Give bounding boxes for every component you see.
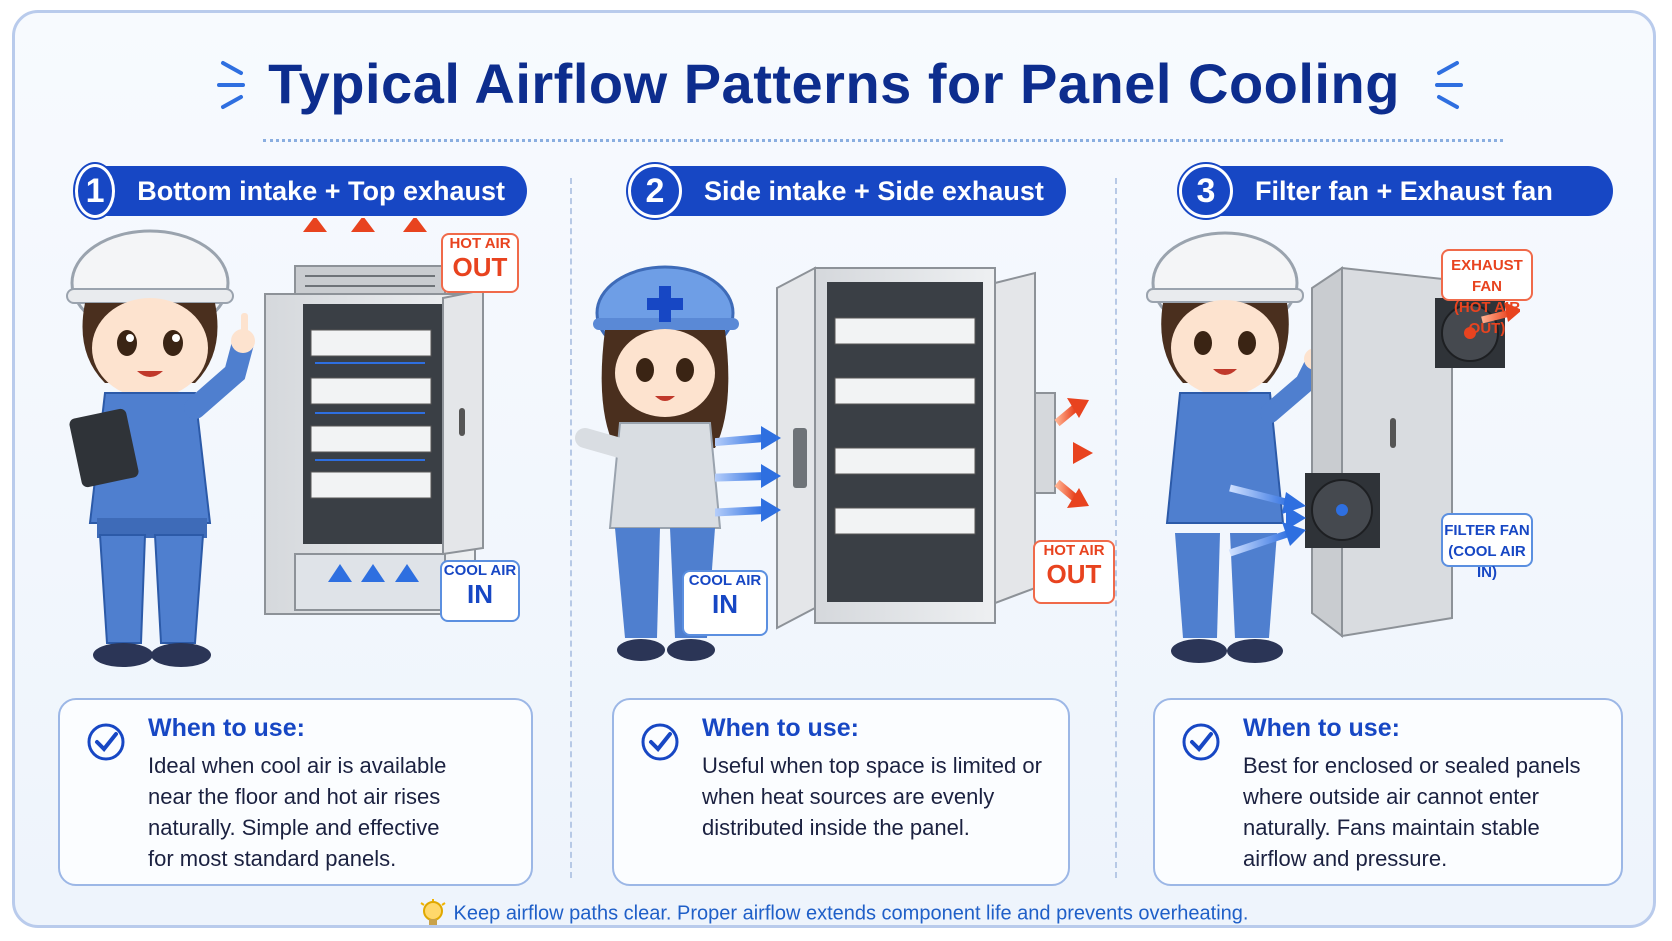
check-circle-icon	[1182, 723, 1220, 761]
section-1-badge: 1 Bottom intake + Top exhaust	[75, 164, 527, 218]
infographic-frame: Typical Airflow Patterns for Panel Cooli…	[12, 10, 1656, 928]
check-circle-icon	[641, 723, 679, 761]
spark-left-icon	[217, 61, 245, 109]
section-divider	[1115, 178, 1117, 878]
section-label: Filter fan + Exhaust fan	[1255, 175, 1553, 206]
section-number: 3	[1179, 164, 1233, 218]
card-body: Useful when top space is limited or when…	[702, 753, 1042, 840]
worker-illustration	[1146, 231, 1326, 663]
tag-small-text: COOL AIR	[688, 572, 762, 589]
tag-small-text: COOL AIR	[443, 562, 517, 579]
hot-air-arrow-icon	[1481, 302, 1520, 340]
card-heading: When to use:	[148, 714, 305, 742]
tag-small-text: HOT AIR	[449, 235, 511, 252]
worker-illustration	[66, 229, 255, 667]
spark-right-icon	[1435, 61, 1463, 109]
hot-air-arrow-icon	[1054, 398, 1093, 508]
tag-big-text: OUT	[1046, 559, 1102, 589]
panel-cabinet-illustration	[1228, 266, 1520, 639]
lightbulb-icon	[419, 899, 446, 925]
page-title: Typical Airflow Patterns for Panel Cooli…	[268, 52, 1400, 115]
panel-cabinet-illustration	[264, 218, 484, 618]
section-number: 2	[628, 164, 682, 218]
when-to-use-card-3: When to use: Best for enclosed or sealed…	[1153, 698, 1623, 886]
tag-line-2: (HOT AIR OUT)	[1453, 299, 1521, 337]
cool-air-arrow-icon	[715, 426, 781, 522]
cool-air-in-tag: COOL AIR IN	[682, 570, 768, 636]
hot-air-arrow-icon	[303, 218, 427, 263]
cool-air-in-tag: COOL AIR IN	[440, 560, 520, 622]
cool-air-arrow-icon	[1228, 484, 1306, 557]
tag-big-text: IN	[712, 589, 738, 619]
when-to-use-card-1: When to use: Ideal when cool air is avai…	[58, 698, 533, 886]
section-number: 1	[75, 164, 116, 218]
title-divider	[263, 139, 1503, 142]
when-to-use-card-2: When to use: Useful when top space is li…	[612, 698, 1070, 886]
hot-air-out-tag: HOT AIR OUT	[441, 233, 519, 293]
section-label: Side intake + Side exhaust	[704, 175, 1044, 206]
tag-big-text: OUT	[452, 252, 508, 282]
filter-fan-tag: FILTER FAN (COOL AIR IN)	[1441, 513, 1533, 581]
footer-text: Keep airflow paths clear. Proper airflow…	[453, 902, 1249, 925]
card-body: Best for enclosed or sealed panels where…	[1243, 753, 1581, 871]
tag-big-text: IN	[467, 579, 493, 609]
tag-small-text: HOT AIR	[1043, 542, 1105, 559]
cool-air-arrow-icon	[328, 564, 419, 618]
hot-air-out-tag: HOT AIR OUT	[1033, 540, 1115, 604]
section-2-badge: 2 Side intake + Side exhaust	[628, 164, 1066, 218]
tag-line-2: (COOL AIR IN)	[1448, 543, 1526, 581]
tag-line-1: FILTER FAN	[1444, 522, 1530, 539]
card-heading: When to use:	[702, 714, 859, 742]
worker-illustration	[575, 265, 739, 661]
section-divider	[570, 178, 572, 878]
exhaust-fan-tag: EXHAUST FAN (HOT AIR OUT)	[1441, 249, 1533, 337]
footer-tip: Keep airflow paths clear. Proper airflow…	[15, 899, 1653, 925]
card-body: Ideal when cool air is available near th…	[148, 753, 447, 871]
tag-line-1: EXHAUST FAN	[1451, 257, 1523, 295]
panel-cabinet-illustration	[715, 266, 1093, 630]
fan-icon	[1305, 473, 1380, 548]
check-circle-icon	[87, 723, 125, 761]
section-label: Bottom intake + Top exhaust	[137, 175, 505, 206]
section-3-badge: 3 Filter fan + Exhaust fan	[1179, 164, 1613, 218]
card-heading: When to use:	[1243, 714, 1400, 742]
